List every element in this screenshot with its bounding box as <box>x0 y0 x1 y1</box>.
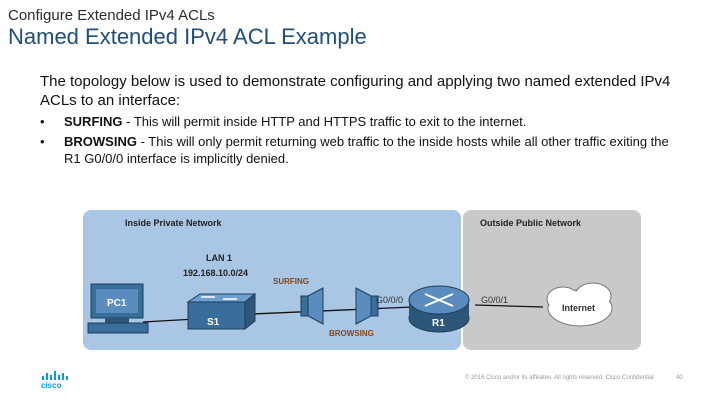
router-icon <box>408 285 470 333</box>
slide-title: Named Extended IPv4 ACL Example <box>8 24 367 49</box>
bullet-dot: • <box>40 134 45 149</box>
switch-label: S1 <box>207 317 220 328</box>
bullet-term: BROWSING <box>64 134 137 149</box>
acl-surfing-label: SURFING <box>273 277 309 286</box>
internet-label: Internet <box>562 303 595 313</box>
bullet-desc: - This will only permit returning web tr… <box>64 134 669 166</box>
bullet-dot: • <box>40 114 45 129</box>
switch-icon <box>186 292 257 331</box>
page-number: 40 <box>676 375 683 381</box>
outside-network-zone <box>463 210 641 350</box>
intro-text: The topology below is used to demonstrat… <box>40 73 671 109</box>
acl-surfing-icon <box>300 287 324 325</box>
acl-browsing-label: BROWSING <box>329 329 374 338</box>
pc-icon <box>87 283 149 334</box>
inside-network-label: Inside Private Network <box>125 218 223 228</box>
interface-g001-label: G0/0/1 <box>481 295 508 305</box>
internet-cloud-icon <box>546 282 613 327</box>
outside-network-label: Outside Public Network <box>480 218 582 228</box>
section-title: Configure Extended IPv4 ACLs <box>8 7 215 24</box>
cisco-logo: cisco <box>40 370 74 395</box>
bullet-term: SURFING <box>64 114 123 129</box>
topology-diagram: Inside Private Network Outside Public Ne… <box>83 210 641 350</box>
copyright-footer: © 2016 Cisco and/or its affiliates. All … <box>465 375 654 381</box>
lan-subnet: 192.168.10.0/24 <box>183 268 248 278</box>
interface-g000-label: G0/0/0 <box>376 295 403 305</box>
lan-label: LAN 1 <box>206 253 232 263</box>
pc-label: PC1 <box>107 298 127 309</box>
router-label: R1 <box>432 318 445 329</box>
logo-text: cisco <box>41 381 62 390</box>
acl-browsing-icon <box>355 287 379 325</box>
link-router-internet <box>474 304 544 308</box>
bullet-desc: - This will permit inside HTTP and HTTPS… <box>122 114 527 129</box>
